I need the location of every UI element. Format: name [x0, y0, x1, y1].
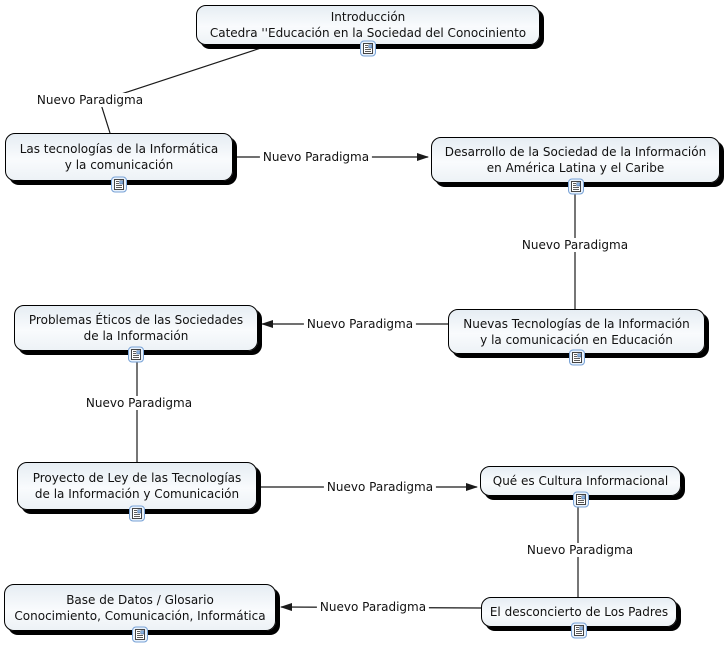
node-text-line: Las tecnologías de la Informática [19, 142, 219, 156]
concept-node-desconcierto-padres[interactable]: El desconcierto de Los Padres [481, 597, 677, 639]
concept-node-base-datos-glosario[interactable]: Base de Datos / Glosario Conocimiento, C… [4, 584, 276, 643]
concept-node-tecnologias-informatica[interactable]: Las tecnologías de la Informática y la c… [5, 133, 233, 193]
resource-icon[interactable] [567, 178, 584, 195]
concept-node-nuevas-tecnologias[interactable]: Nuevas Tecnologías de la Información y l… [448, 309, 705, 366]
link-label[interactable]: Nuevo Paradigma [316, 600, 430, 614]
resource-icon[interactable] [360, 40, 376, 57]
concept-node-desarrollo-sociedad[interactable]: Desarrollo de la Sociedad de la Informac… [431, 137, 720, 195]
node-text-line: de la Información [83, 329, 189, 343]
node-text-line: Qué es Cultura Informacional [492, 474, 669, 488]
node-text-line: Catedra ''Educación en la Sociedad del C… [209, 26, 527, 40]
concept-node-introduccion[interactable]: Introducción Catedra ''Educación en la S… [196, 5, 540, 57]
link-label[interactable]: Nuevo Paradigma [523, 543, 637, 557]
concept-node-proyecto-ley[interactable]: Proyecto de Ley de las Tecnologías de la… [17, 462, 257, 522]
node-text-line: y la comunicación [64, 158, 174, 172]
resource-icon[interactable] [572, 491, 589, 508]
node-text-line: Nuevas Tecnologías de la Información [463, 316, 690, 331]
node-text-line: Conocimiento, Comunicación, Informática [14, 608, 266, 623]
node-text-line: Base de Datos / Glosario [66, 592, 214, 607]
link-label[interactable]: Nuevo Paradigma [259, 150, 373, 164]
resource-icon[interactable] [571, 622, 587, 639]
node-text-line: en América Latina y el Caribe [486, 161, 665, 175]
link-label[interactable]: Nuevo Paradigma [33, 93, 147, 107]
node-text-line: y la comunicación en Educación [480, 332, 673, 347]
node-text-line: Problemas Éticos de las Sociedades [28, 313, 244, 327]
resource-icon[interactable] [568, 349, 585, 366]
node-text-line: El desconcierto de Los Padres [489, 605, 669, 619]
link-label[interactable]: Nuevo Paradigma [82, 396, 196, 410]
node-text-line: de la Información y Comunicación [34, 487, 240, 501]
concept-node-cultura-informacional[interactable]: Qué es Cultura Informacional [480, 466, 681, 508]
link-label[interactable]: Nuevo Paradigma [303, 317, 417, 331]
concept-node-problemas-eticos[interactable]: Problemas Éticos de las Sociedades de la… [14, 305, 258, 363]
resource-icon[interactable] [111, 176, 127, 193]
node-text-line: Proyecto de Ley de las Tecnologías [32, 471, 242, 485]
node-text-line: Introducción [330, 10, 406, 24]
resource-icon[interactable] [128, 346, 144, 363]
node-text-line: Desarrollo de la Sociedad de la Informac… [444, 145, 707, 159]
link-label[interactable]: Nuevo Paradigma [323, 480, 437, 494]
resource-icon[interactable] [129, 505, 145, 522]
link-label[interactable]: Nuevo Paradigma [518, 238, 632, 252]
resource-icon[interactable] [132, 626, 148, 643]
link-line-intro-tecnologias [99, 45, 268, 134]
